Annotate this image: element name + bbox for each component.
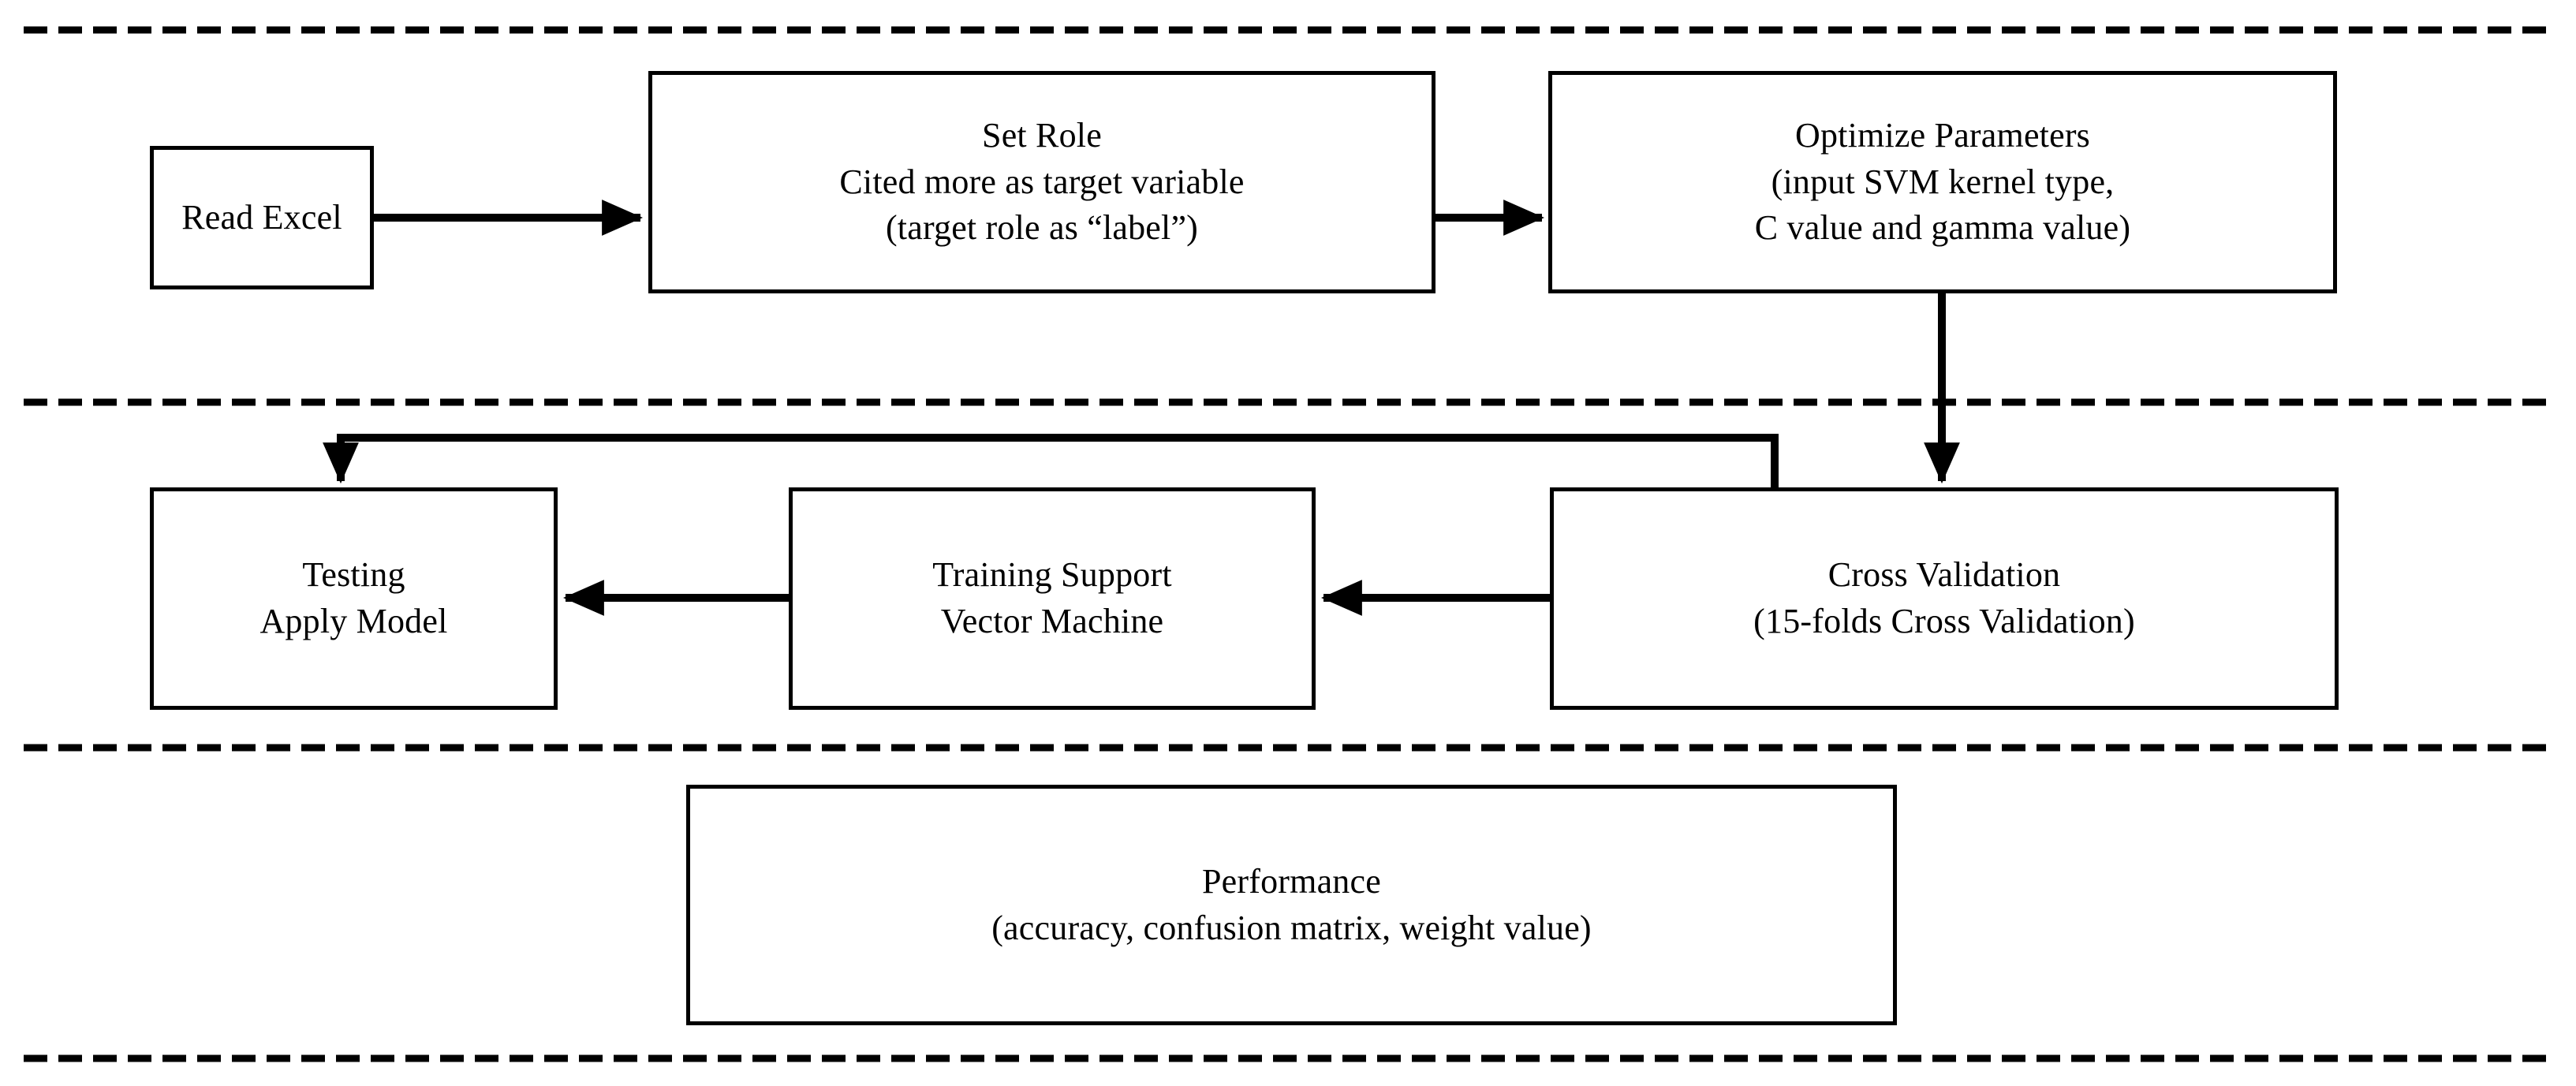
node-training-support-vector-machine[interactable]: Training Support Vector Machine bbox=[789, 487, 1316, 710]
node-testing-apply-model[interactable]: Testing Apply Model bbox=[150, 487, 558, 710]
node-training-svm-line-1: Training Support bbox=[932, 555, 1172, 595]
node-set-role-line-2: Cited more as target variable bbox=[839, 162, 1245, 201]
node-cross-validation-line-1: Cross Validation bbox=[1827, 555, 2061, 595]
node-set-role[interactable]: Set Role Cited more as target variable (… bbox=[648, 71, 1435, 293]
node-performance-line-2: (accuracy, confusion matrix, weight valu… bbox=[991, 908, 1592, 947]
node-read-excel-line-1: Read Excel bbox=[181, 197, 342, 237]
node-set-role-line-1: Set Role bbox=[982, 116, 1102, 155]
node-read-excel[interactable]: Read Excel bbox=[150, 146, 374, 289]
node-optimize-parameters-line-2: (input SVM kernel type, bbox=[1771, 162, 2115, 201]
connector-cross-validation-to-testing-loop bbox=[323, 434, 1779, 487]
node-optimize-parameters-line-3: C value and gamma value) bbox=[1754, 208, 2131, 248]
node-cross-validation-line-2: (15-folds Cross Validation) bbox=[1753, 602, 2135, 640]
node-cross-validation[interactable]: Cross Validation (15-folds Cross Validat… bbox=[1550, 487, 2339, 710]
node-optimize-parameters[interactable]: Optimize Parameters (input SVM kernel ty… bbox=[1548, 71, 2337, 293]
node-performance-line-1: Performance bbox=[1202, 861, 1381, 901]
node-testing-apply-model-line-1: Testing bbox=[302, 555, 405, 595]
node-performance[interactable]: Performance (accuracy, confusion matrix,… bbox=[686, 785, 1897, 1025]
node-testing-apply-model-line-2: Apply Model bbox=[259, 602, 448, 640]
node-training-svm-line-2: Vector Machine bbox=[940, 602, 1164, 640]
node-optimize-parameters-line-1: Optimize Parameters bbox=[1795, 116, 2090, 155]
node-set-role-line-3: (target role as “label”) bbox=[885, 208, 1199, 248]
